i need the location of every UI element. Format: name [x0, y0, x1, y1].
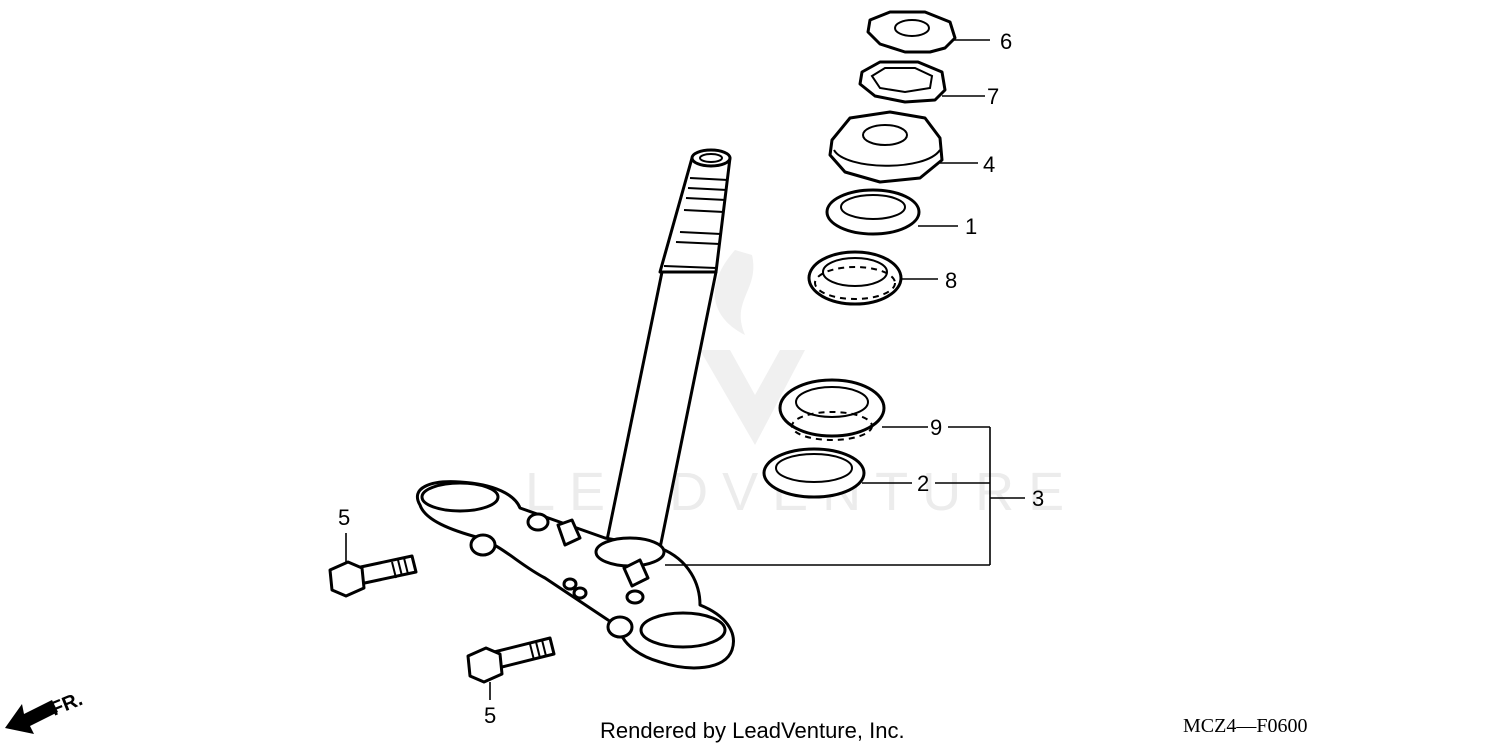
part-lock-nut	[866, 10, 957, 54]
callout-7: 7	[987, 84, 999, 109]
front-direction-indicator: FR.	[5, 688, 86, 734]
part-bolt-lower	[466, 636, 556, 684]
callout-4: 4	[983, 152, 995, 177]
callout-6: 6	[1000, 29, 1012, 54]
part-adjusting-nut	[828, 110, 944, 184]
lower-triple-clamp	[416, 480, 735, 670]
part-lock-washer	[858, 60, 947, 104]
callout-9: 9	[930, 415, 942, 440]
part-bolt-upper	[328, 554, 418, 598]
arrow-left-icon	[5, 700, 58, 734]
part-upper-race	[825, 188, 921, 236]
front-label: FR.	[48, 688, 86, 720]
assembly-bracket	[665, 427, 1025, 566]
part-lower-race	[762, 447, 866, 499]
steering-stem	[604, 148, 732, 550]
diagram-code: MCZ4—F0600	[1183, 715, 1307, 737]
callout-2: 2	[917, 471, 929, 496]
callout-5-upper: 5	[338, 505, 350, 530]
callout-3: 3	[1032, 486, 1044, 511]
callout-1: 1	[965, 214, 977, 239]
part-upper-bearing	[807, 250, 903, 306]
callout-8: 8	[945, 268, 957, 293]
callout-5-lower: 5	[484, 703, 496, 728]
part-lower-bearing	[778, 378, 886, 441]
credit-text: Rendered by LeadVenture, Inc.	[600, 718, 905, 743]
